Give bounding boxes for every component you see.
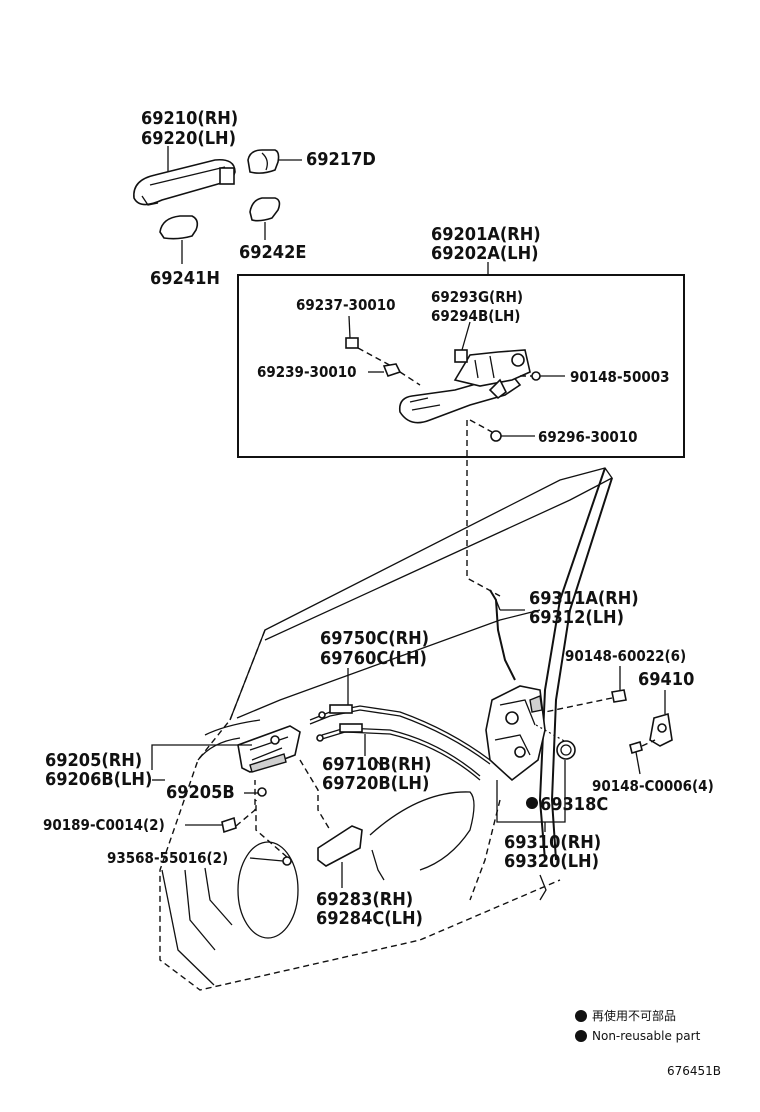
label-inner-rh: 69205(RH) bbox=[45, 750, 142, 771]
label-outer-handle-lh: 69220(LH) bbox=[141, 128, 236, 149]
label-frame-rh: 69201A(RH) bbox=[431, 224, 541, 245]
label-sub-c: 69239-30010 bbox=[257, 363, 357, 381]
screw-c-illustration bbox=[611, 689, 627, 703]
leader-clip-c-dash bbox=[399, 371, 421, 386]
label-inner-b: 69205B bbox=[166, 782, 235, 803]
leader-clip-dash bbox=[235, 780, 256, 827]
label-rod-rh: 69311A(RH) bbox=[529, 588, 639, 609]
frame-assembly-box bbox=[237, 274, 685, 458]
label-inner-lh: 69206B(LH) bbox=[45, 769, 152, 790]
clip-c-illustration bbox=[382, 363, 402, 377]
cable-b-illustration bbox=[316, 723, 481, 781]
label-screw-b: 69296-30010 bbox=[538, 428, 638, 446]
label-screw-a: 90148-50003 bbox=[570, 368, 670, 386]
screw-a-illustration bbox=[531, 371, 565, 381]
leader-screw-d bbox=[635, 751, 641, 775]
nonreusable-seal-illustration bbox=[556, 740, 576, 760]
bracket-inside-handle bbox=[151, 744, 252, 770]
inside-handle-illustration bbox=[237, 725, 301, 773]
legend-japanese: 再使用不可部品 bbox=[592, 1008, 676, 1023]
bracket-lock bbox=[496, 760, 566, 823]
figure-id: 676451B bbox=[667, 1064, 721, 1078]
label-pad-h: 69241H bbox=[150, 268, 220, 289]
label-screw-d: 90148-C0006(4) bbox=[592, 777, 714, 795]
clip-a-illustration bbox=[345, 315, 359, 349]
label-lock-lh: 69320(LH) bbox=[504, 851, 599, 872]
legend: 再使用不可部品 Non-reusable part bbox=[575, 1008, 701, 1043]
cap-illustration bbox=[247, 149, 280, 174]
nonreusable-dot-icon bbox=[526, 797, 538, 809]
label-clip: 90189-C0014(2) bbox=[43, 816, 165, 834]
leader-screw-c-dash bbox=[544, 697, 613, 713]
leader-sub-b bbox=[461, 321, 471, 351]
pad-e-illustration bbox=[249, 197, 281, 222]
label-striker: 69410 bbox=[638, 669, 694, 690]
leader-screw-e bbox=[249, 857, 284, 862]
rod-connection-dash bbox=[466, 420, 501, 597]
screw-b-illustration bbox=[490, 430, 535, 442]
label-sub-b-lh: 69294B(LH) bbox=[431, 307, 520, 325]
door-lock-illustration bbox=[485, 685, 546, 782]
screw-e-illustration bbox=[282, 856, 292, 866]
leader-screw-b-dash bbox=[469, 419, 493, 433]
inside-handle-b-illustration bbox=[257, 787, 267, 797]
legend-english: Non-reusable part bbox=[592, 1029, 701, 1043]
label-outer-handle-rh: 69210(RH) bbox=[141, 108, 238, 129]
leader-cover-dash bbox=[299, 759, 331, 831]
rod-illustration bbox=[489, 589, 525, 681]
outer-handle-illustration bbox=[133, 158, 236, 206]
frame-assembly-illustration bbox=[398, 349, 531, 424]
label-frame-lh: 69202A(LH) bbox=[431, 243, 539, 264]
legend-dot-icon-2 bbox=[575, 1030, 587, 1042]
label-pad-e: 69242E bbox=[239, 242, 306, 263]
label-cover-rh: 69283(RH) bbox=[316, 889, 413, 910]
cover-illustration bbox=[317, 825, 363, 867]
legend-dot-icon bbox=[575, 1010, 587, 1022]
label-rod-lh: 69312(LH) bbox=[529, 607, 624, 628]
label-cable-b-lh: 69720B(LH) bbox=[322, 773, 429, 794]
label-screw-c: 90148-60022(6) bbox=[565, 647, 686, 665]
label-cable-a-rh: 69750C(RH) bbox=[320, 628, 429, 649]
leader-screw-d-dash bbox=[641, 739, 656, 747]
striker-illustration bbox=[649, 712, 673, 747]
pad-h-illustration bbox=[159, 215, 199, 240]
cable-a-illustration bbox=[309, 704, 491, 765]
label-screw-e: 93568-55016(2) bbox=[107, 849, 228, 867]
label-sub-a: 69237-30010 bbox=[296, 296, 396, 314]
label-cable-b-rh: 69710B(RH) bbox=[322, 754, 432, 775]
label-sub-b-rh: 69293G(RH) bbox=[431, 288, 523, 306]
label-cap: 69217D bbox=[306, 149, 376, 170]
label-lock-rh: 69310(RH) bbox=[504, 832, 601, 853]
label-nonreuse: 69318C bbox=[540, 794, 608, 815]
leader-screw-e-dash bbox=[255, 800, 288, 858]
screw-d-illustration bbox=[629, 740, 643, 755]
label-cable-a-lh: 69760C(LH) bbox=[320, 648, 427, 669]
part-labels: 69210(RH) 69220(LH) 69217D 69242E 69241H… bbox=[43, 108, 714, 929]
label-cover-lh: 69284C(LH) bbox=[316, 908, 423, 929]
leader-seal-dot bbox=[535, 724, 567, 743]
clip-illustration bbox=[221, 816, 237, 834]
